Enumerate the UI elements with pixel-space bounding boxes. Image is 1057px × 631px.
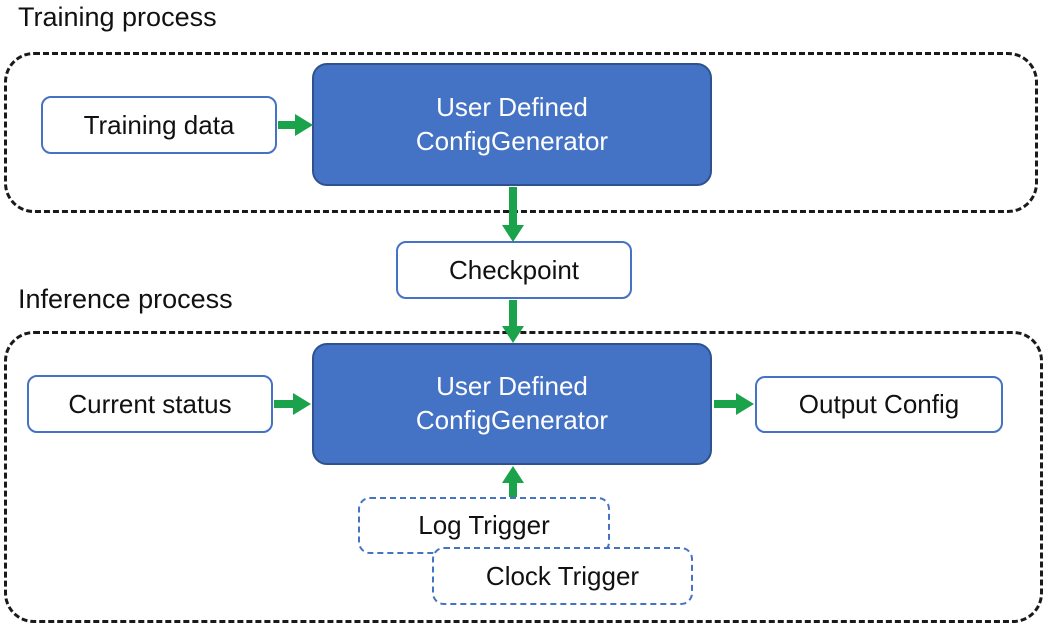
- training-process-container: [4, 52, 1038, 213]
- inference-config-generator-line1: User Defined: [436, 371, 588, 402]
- inference-config-generator-node: User Defined ConfigGenerator: [312, 343, 712, 465]
- log-trigger-node: Log Trigger: [358, 497, 610, 554]
- training-config-generator-line1: User Defined: [436, 91, 588, 122]
- training-process-label: Training process: [18, 2, 217, 32]
- training-data-node: Training data: [41, 96, 277, 154]
- checkpoint-node: Checkpoint: [396, 241, 632, 299]
- training-config-generator-node: User Defined ConfigGenerator: [312, 63, 712, 186]
- inference-config-generator-line2: ConfigGenerator: [415, 405, 609, 435]
- inference-process-label: Inference process: [18, 284, 233, 314]
- current-status-node: Current status: [27, 375, 273, 433]
- clock-trigger-node: Clock Trigger: [432, 547, 693, 605]
- output-config-node: Output Config: [755, 376, 1003, 433]
- training-config-generator-line2: ConfigGenerator: [415, 125, 609, 156]
